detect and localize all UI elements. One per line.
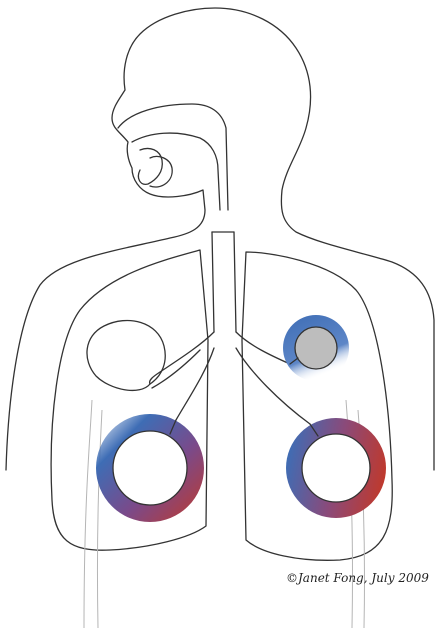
oral-cavity [132,133,220,210]
artist-credit: ©Janet Fong, July 2009 [286,571,429,585]
alveolus-upper-right [295,327,337,369]
alveolus-lower-right [302,434,370,502]
tongue [138,148,162,184]
left-arm-contour-2 [97,410,102,628]
alveolus-upper-left [87,320,165,390]
nasal-cavity [118,104,228,210]
trachea-left-wall [212,232,214,332]
trachea-right-wall [234,232,236,332]
left-arm-contour [84,400,92,628]
body-silhouette [6,8,434,470]
alveolus-lower-left [113,431,187,505]
